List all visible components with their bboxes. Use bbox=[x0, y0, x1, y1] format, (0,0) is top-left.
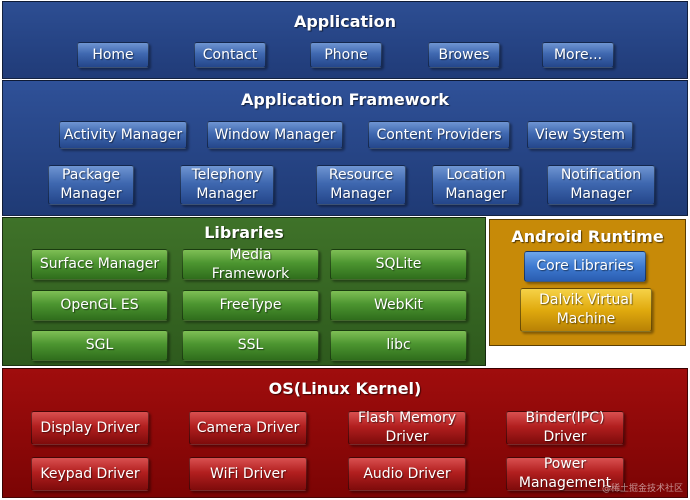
lib-media-framework: Media Framework bbox=[182, 247, 319, 282]
lib-surface-manager: Surface Manager bbox=[31, 249, 168, 280]
window-manager: Window Manager bbox=[207, 121, 343, 149]
kernel-title: OS(Linux Kernel) bbox=[268, 379, 422, 398]
application-title: Application bbox=[293, 12, 397, 31]
location-manager: Location Manager bbox=[432, 165, 520, 205]
keypad-driver: Keypad Driver bbox=[31, 457, 149, 491]
telephony-manager: Telephony Manager bbox=[180, 165, 274, 205]
package-manager: Package Manager bbox=[48, 165, 134, 205]
application-framework-layer: Application Framework Activity Manager W… bbox=[2, 80, 688, 216]
binder-ipc-driver: Binder(IPC) Driver bbox=[506, 410, 624, 445]
resource-manager: Resource Manager bbox=[316, 165, 406, 205]
flash-memory-driver: Flash Memory Driver bbox=[348, 410, 466, 445]
libraries-title: Libraries bbox=[204, 223, 284, 242]
linux-kernel-layer: OS(Linux Kernel) Display Driver Camera D… bbox=[2, 368, 688, 498]
lib-freetype: FreeType bbox=[182, 290, 319, 321]
audio-driver: Audio Driver bbox=[348, 457, 466, 491]
content-providers: Content Providers bbox=[368, 121, 510, 149]
framework-title: Application Framework bbox=[240, 90, 450, 109]
view-system: View System bbox=[527, 121, 633, 149]
runtime-title: Android Runtime bbox=[511, 227, 664, 246]
lib-opengl-es: OpenGL ES bbox=[31, 290, 168, 321]
power-management: Power Management bbox=[506, 456, 624, 491]
camera-driver: Camera Driver bbox=[189, 411, 307, 445]
display-driver: Display Driver bbox=[31, 411, 149, 445]
wifi-driver: WiFi Driver bbox=[189, 457, 307, 491]
app-more: More... bbox=[542, 42, 614, 68]
lib-ssl: SSL bbox=[182, 330, 319, 361]
lib-sqlite: SQLite bbox=[330, 249, 467, 280]
notification-manager: Notification Manager bbox=[547, 165, 655, 205]
libraries-layer: Libraries Surface Manager Media Framewor… bbox=[2, 217, 486, 366]
app-browes: Browes bbox=[428, 42, 500, 68]
lib-sgl: SGL bbox=[31, 330, 168, 361]
watermark: @稀土掘金技术社区 bbox=[601, 484, 683, 494]
core-libraries: Core Libraries bbox=[524, 251, 646, 282]
lib-webkit: WebKit bbox=[330, 290, 467, 321]
activity-manager: Activity Manager bbox=[59, 121, 187, 149]
dalvik-virtual-machine: Dalvik Virtual Machine bbox=[520, 288, 652, 332]
app-phone: Phone bbox=[310, 42, 382, 68]
android-runtime-layer: Android Runtime Core Libraries Dalvik Vi… bbox=[489, 219, 686, 346]
application-layer: Application Home Contact Phone Browes Mo… bbox=[2, 1, 688, 79]
app-home: Home bbox=[77, 42, 149, 68]
lib-libc: libc bbox=[330, 330, 467, 361]
app-contact: Contact bbox=[194, 42, 266, 68]
